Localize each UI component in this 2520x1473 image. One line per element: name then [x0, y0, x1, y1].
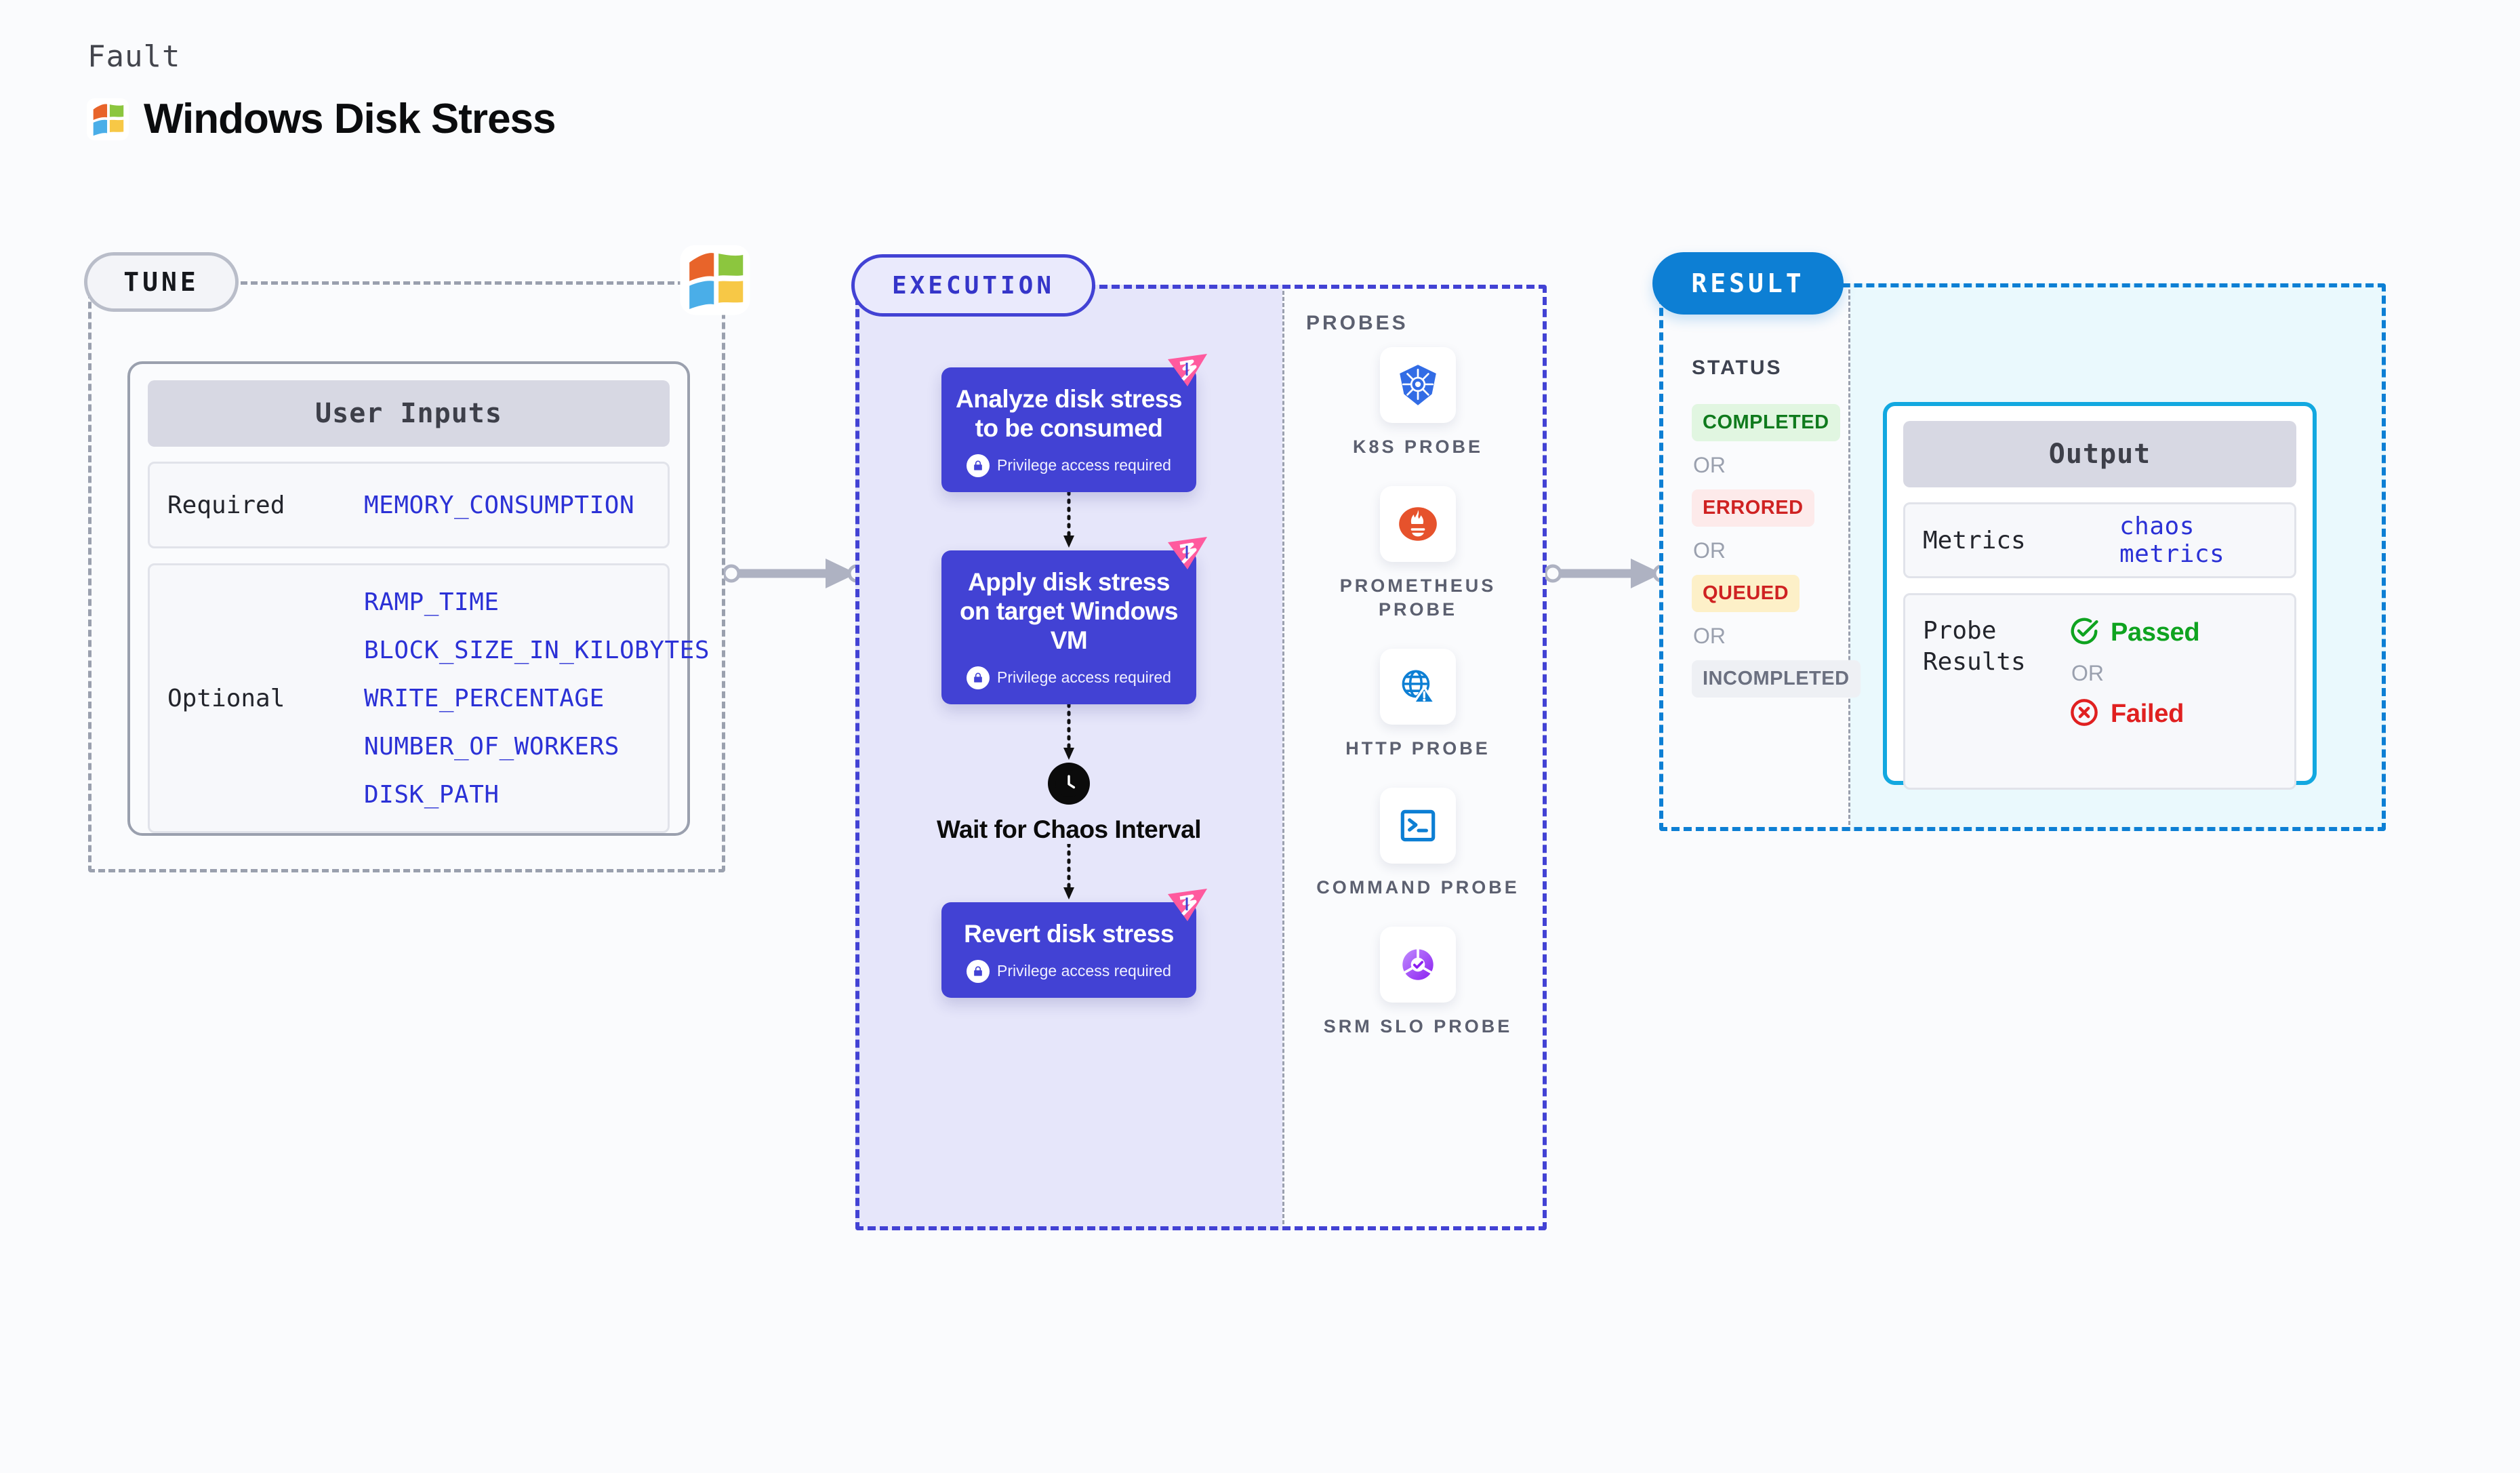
or-separator: OR [1693, 453, 1726, 477]
probe-label: K8S PROBE [1352, 437, 1484, 457]
or-separator: OR [1693, 538, 1726, 563]
wait-node-label: Wait for Chaos Interval [936, 815, 1202, 843]
optional-values: RAMP_TIME BLOCK_SIZE_IN_KILOBYTES WRITE_… [364, 588, 710, 809]
litmus-chaos-icon [1166, 536, 1208, 571]
windows-logo-icon [678, 243, 752, 321]
probes-region [1282, 285, 1547, 1230]
page-title-text: Windows Disk Stress [144, 96, 556, 142]
probe-results-label: Probe Results [1923, 617, 2026, 677]
probe-label: PROMETHEUS PROBE [1339, 576, 1497, 620]
user-inputs-card: User Inputs Required MEMORY_CONSUMPTION … [127, 361, 710, 836]
probe-item-prometheus[interactable]: PROMETHEUS PROBE [1316, 486, 1520, 622]
probe-result-passed: Passed [2069, 616, 2200, 650]
step-card[interactable]: Revert disk stress Privilege access requ… [941, 888, 1207, 998]
output-title: Output [1903, 421, 2296, 487]
probe-list: K8S PROBE PROMETHEUS PROBE [1289, 347, 1547, 1039]
page-title: Windows Disk Stress [87, 95, 556, 143]
privilege-row: Privilege access required [954, 453, 1184, 477]
connector-tune-to-execution [722, 554, 866, 596]
probe-item-http[interactable]: HTTP PROBE [1316, 649, 1520, 761]
input-variable[interactable]: NUMBER_OF_WORKERS [364, 732, 619, 761]
probe-item-srm-slo[interactable]: SRM SLO PROBE [1316, 927, 1520, 1038]
result-pill[interactable]: RESULT [1652, 252, 1844, 315]
step-card[interactable]: Apply disk stress on target Windows VM P… [941, 536, 1207, 704]
optional-label: Optional [167, 684, 285, 712]
status-column: STATUS COMPLETED OR ERRORED OR QUEUED OR… [1692, 357, 1861, 698]
terminal-icon [1380, 788, 1456, 864]
input-variable[interactable]: RAMP_TIME [364, 588, 500, 616]
clock-icon [1048, 762, 1090, 805]
probe-results-row: Probe Results Passed OR [1903, 593, 2296, 790]
litmus-chaos-icon [1166, 887, 1208, 923]
step-title: Apply disk stress on target Windows VM [959, 567, 1179, 654]
result-status-region [1659, 283, 1850, 831]
execution-panel: EXECUTION PROBES Analyze disk stress to … [851, 254, 1547, 1230]
prometheus-icon [1380, 486, 1456, 563]
windows-logo-icon [87, 98, 129, 140]
step-card[interactable]: Analyze disk stress to be consumed Privi… [941, 354, 1207, 492]
probe-item-command[interactable]: COMMAND PROBE [1316, 788, 1520, 900]
probe-label: COMMAND PROBE [1316, 877, 1520, 898]
kubernetes-icon [1380, 347, 1456, 423]
litmus-chaos-icon [1166, 352, 1208, 388]
status-badge: COMPLETED [1692, 404, 1840, 441]
probe-label: HTTP PROBE [1345, 738, 1490, 759]
result-panel-border [1659, 283, 2386, 831]
execution-panel-border [855, 285, 1547, 1230]
check-circle-icon [2069, 616, 2100, 650]
result-panel: RESULT STATUS COMPLETED OR ERRORED OR QU… [1652, 252, 2386, 831]
http-globe-warning-icon [1380, 649, 1456, 725]
tune-pill[interactable]: TUNE [84, 252, 239, 312]
probe-label: SRM SLO PROBE [1323, 1016, 1513, 1037]
flow-arrow [1060, 704, 1078, 763]
input-variable[interactable]: DISK_PATH [364, 780, 500, 809]
lock-icon [967, 453, 990, 477]
input-variable[interactable]: BLOCK_SIZE_IN_KILOBYTES [364, 636, 710, 664]
metrics-value[interactable]: chaos metrics [2119, 512, 2225, 568]
fault-kicker: Fault [87, 39, 181, 74]
optional-inputs-block: Optional RAMP_TIME BLOCK_SIZE_IN_KILOBYT… [148, 563, 710, 833]
status-badge: QUEUED [1692, 575, 1800, 612]
lock-icon [967, 959, 990, 983]
status-badge: ERRORED [1692, 489, 1814, 527]
user-inputs-title: User Inputs [148, 380, 670, 447]
probe-item-k8s[interactable]: K8S PROBE [1316, 347, 1520, 459]
status-heading: STATUS [1692, 357, 1783, 379]
required-values: MEMORY_CONSUMPTION [364, 491, 634, 519]
passed-label: Passed [2111, 618, 2200, 647]
srm-slo-icon [1380, 927, 1456, 1003]
metrics-label: Metrics [1923, 526, 2026, 554]
step-title: Revert disk stress [964, 919, 1174, 948]
probe-result-failed: Failed [2069, 697, 2199, 731]
privilege-row: Privilege access required [954, 666, 1184, 689]
metrics-row: Metrics chaos metrics [1903, 502, 2296, 578]
or-separator: OR [2071, 661, 2104, 685]
privilege-text: Privilege access required [997, 456, 1171, 475]
input-variable[interactable]: WRITE_PERCENTAGE [364, 684, 605, 712]
failed-label: Failed [2111, 700, 2184, 728]
required-label: Required [167, 491, 285, 519]
privilege-text: Privilege access required [997, 962, 1171, 980]
required-inputs-block: Required MEMORY_CONSUMPTION [148, 462, 670, 548]
wait-node: Wait for Chaos Interval [936, 762, 1202, 844]
probe-results-values: Passed OR Failed [2069, 616, 2200, 731]
probes-title: PROBES [1306, 312, 1408, 334]
execution-pill[interactable]: EXECUTION [851, 254, 1095, 317]
or-separator: OR [1693, 624, 1726, 648]
step-title: Analyze disk stress to be consumed [956, 385, 1182, 442]
execution-step-flow: Analyze disk stress to be consumed Privi… [881, 354, 1257, 998]
connector-execution-to-result [1543, 554, 1671, 596]
output-card: Output Metrics chaos metrics Probe Resul… [1883, 402, 2317, 790]
flow-arrow [1060, 843, 1078, 902]
tune-panel: TUNE User Inputs Required MEMORY_CONSUMP… [84, 252, 725, 872]
lock-icon [967, 666, 990, 689]
privilege-text: Privilege access required [997, 668, 1171, 687]
status-badge: INCOMPLETED [1692, 660, 1861, 698]
input-variable[interactable]: MEMORY_CONSUMPTION [364, 491, 635, 519]
flow-arrow [1060, 491, 1078, 550]
x-circle-icon [2069, 697, 2100, 731]
privilege-row: Privilege access required [954, 959, 1184, 983]
